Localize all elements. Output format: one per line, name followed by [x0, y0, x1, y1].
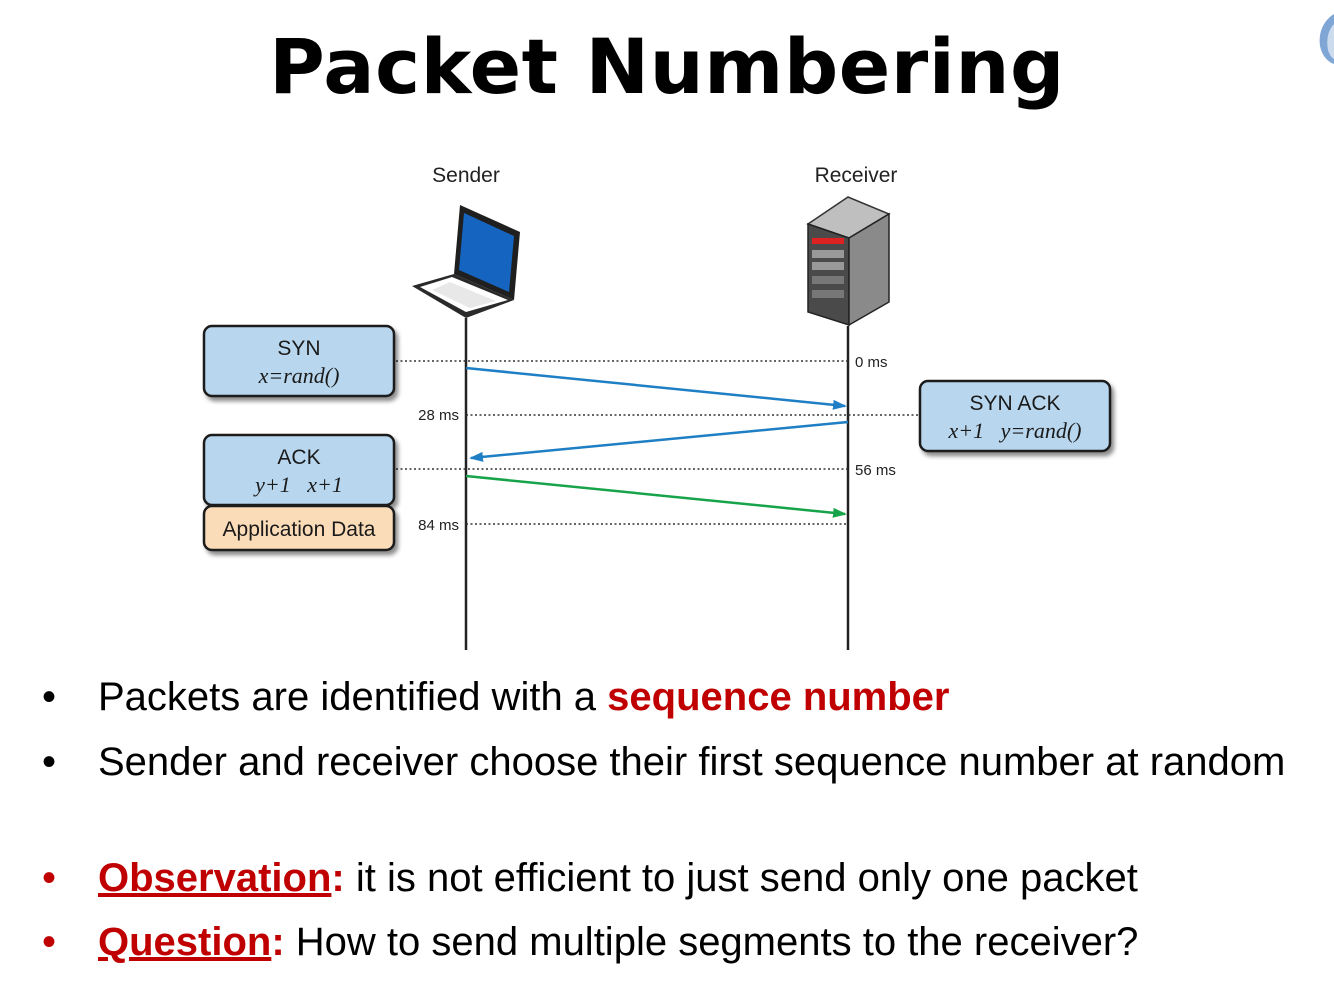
syn-box: SYN x=rand()	[202, 324, 396, 398]
university-seal-icon	[1319, 14, 1334, 64]
synack-box-value: x+1 y=rand()	[948, 418, 1082, 443]
bullet-dot: •	[42, 856, 57, 900]
synack-arrow	[469, 420, 849, 462]
bullet-1-highlight: sequence number	[607, 675, 950, 719]
bullet-2-text: Sender and receiver choose their first s…	[98, 740, 1286, 784]
bullet-4-label: Question	[98, 920, 272, 964]
bullet-2: • Sender and receiver choose their first…	[42, 736, 1288, 788]
synack-box-title: SYN ACK	[969, 392, 1060, 415]
tcp-handshake-diagram: Sender Receiver 0 ms 28 ms 56 ms 84 ms S…	[202, 164, 1112, 650]
syn-box-title: SYN	[277, 337, 320, 360]
bullet-dot: •	[42, 740, 57, 784]
time-label-56: 56 ms	[855, 462, 896, 479]
bullet-dot: •	[42, 675, 57, 719]
bullet-3-label: Observation	[98, 856, 332, 900]
server-tower-icon	[806, 196, 891, 327]
bullet-4-text: How to send multiple segments to the rec…	[284, 920, 1139, 964]
ack-box: ACK y+1 x+1	[202, 433, 396, 507]
bullet-dot: •	[42, 920, 57, 964]
bullet-3-text: it is not efficient to just send only on…	[344, 856, 1138, 900]
time-label-0: 0 ms	[855, 354, 888, 371]
time-label-84: 84 ms	[418, 517, 459, 534]
application-data-box: Application Data	[202, 504, 396, 552]
sender-label: Sender	[432, 164, 500, 187]
syn-arrow	[465, 366, 847, 410]
bullet-3: • Observation: it is not efficient to ju…	[42, 852, 1298, 904]
time-label-28: 28 ms	[418, 407, 459, 424]
bullet-4-colon: :	[271, 920, 285, 964]
bullet-1: • Packets are identified with a sequence…	[42, 671, 1298, 723]
ack-arrow	[465, 474, 847, 518]
bullet-1-text: Packets are identified with a	[98, 675, 608, 719]
bullet-3-colon: :	[331, 856, 345, 900]
synack-box: SYN ACK x+1 y=rand()	[918, 379, 1112, 453]
laptop-icon	[412, 205, 520, 318]
receiver-label: Receiver	[815, 164, 898, 187]
ack-box-value: y+1 x+1	[253, 472, 343, 497]
page-title: Packet Numbering	[269, 22, 1065, 111]
application-data-label: Application Data	[223, 518, 376, 541]
ack-box-title: ACK	[277, 446, 320, 469]
bullet-4: • Question: How to send multiple segment…	[42, 916, 1298, 968]
syn-box-value: x=rand()	[258, 363, 340, 388]
